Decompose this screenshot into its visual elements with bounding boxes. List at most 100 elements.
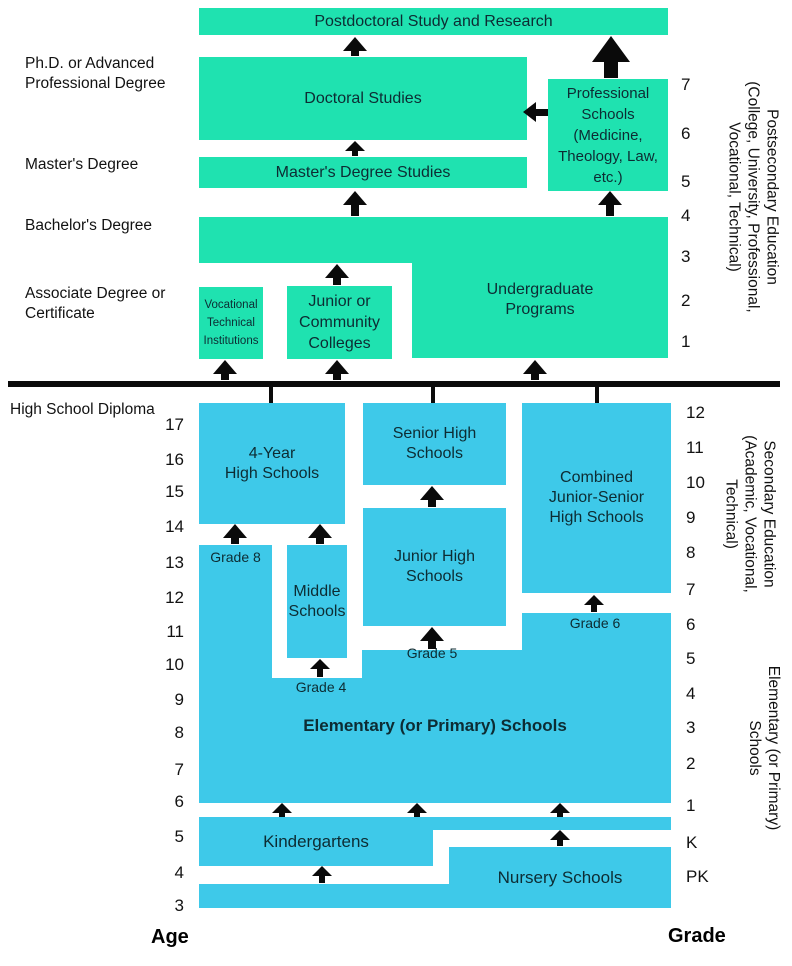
box-middle-schools: Middle Schools: [287, 545, 347, 658]
box-professional-schools: Professional Schools (Medicine, Theology…: [548, 79, 668, 191]
age-number: 10: [165, 655, 184, 674]
side-label-postsecondary: Postsecondary Education (College, Univer…: [725, 81, 781, 313]
box-kindergartens-label: Kindergartens: [263, 831, 369, 851]
arrow-undergrad-to-masters: [343, 191, 367, 216]
arrow-elem-to-juniorhigh: [420, 627, 444, 649]
age-number: 16: [165, 450, 184, 469]
grade-number: 10: [686, 473, 705, 492]
label-bachelors-degree: Bachelor's Degree: [25, 217, 153, 234]
grade-number: 12: [686, 403, 705, 422]
arrow-professional-to-doctoral: [523, 102, 548, 122]
box-junior-community-colleges: Junior or Community Colleges: [287, 286, 392, 359]
axis-label-age: Age: [151, 926, 189, 948]
arrow-kind-to-elem-2: [407, 803, 427, 817]
arrow-kind-to-elem-3: [550, 803, 570, 817]
grade-number: 11: [686, 438, 704, 457]
box-nursery-schools: [449, 847, 671, 908]
grade-number: K: [686, 833, 698, 852]
box-doctoral-label: Doctoral Studies: [304, 89, 422, 107]
box-nursery-label: Nursery Schools: [497, 867, 623, 887]
marker-grade-8: Grade 8: [210, 549, 261, 565]
box-junior-high-schools: Junior High Schools: [363, 508, 506, 626]
arrow-undergrad-to-professional: [598, 191, 622, 216]
grade-number: 5: [686, 649, 696, 668]
arrow-hs-to-undergrad: [523, 360, 547, 380]
box-4year-high-schools: 4-Year High Schools: [199, 403, 345, 524]
age-number: 8: [174, 723, 184, 742]
grade-number: 8: [686, 543, 696, 562]
grade-number: 6: [686, 615, 696, 634]
ps-grade-number: 4: [681, 206, 691, 225]
professional-line: Schools: [581, 105, 635, 123]
box-masters-label: Master's Degree Studies: [275, 163, 451, 181]
age-number: 14: [165, 517, 184, 536]
grade-number: PK: [686, 867, 709, 886]
age-number: 17: [165, 415, 184, 434]
professional-line: etc.): [593, 168, 623, 186]
elementary-mid-left: [272, 678, 362, 803]
marker-grade-6: Grade 6: [569, 615, 621, 631]
ps-grade-number: 6: [681, 124, 691, 143]
arrow-juniorhigh-to-senior: [420, 486, 444, 507]
age-number: 11: [166, 622, 184, 641]
age-number: 9: [174, 690, 184, 709]
arrow-nursery-to-kind-right: [550, 830, 570, 846]
arrow-doctoral-to-postdoc: [343, 37, 367, 56]
label-hs-diploma: High School Diploma: [10, 401, 155, 418]
arrow-masters-to-doctoral: [345, 141, 365, 156]
label-associate-degree: Associate Degree or Certificate: [25, 285, 166, 322]
box-undergraduate-top-bar: [199, 217, 668, 263]
arrow-hs-to-vocational: [213, 360, 237, 380]
connector-combined: [595, 387, 599, 403]
box-masters-studies: Master's Degree Studies: [199, 157, 527, 188]
age-number: 3: [174, 896, 184, 915]
kindergarten-bar: [433, 817, 671, 830]
arrow-hs-to-juniorcollege: [325, 360, 349, 380]
grade-number: 4: [686, 684, 696, 703]
connector-4year: [269, 387, 273, 403]
age-number: 13: [165, 553, 184, 572]
label-phd-degree: Ph.D. or Advanced Professional Degree: [25, 55, 166, 92]
marker-grade-5: Grade 5: [406, 645, 458, 661]
professional-line: (Medicine,: [573, 126, 643, 144]
box-doctoral-studies: Doctoral Studies: [199, 57, 527, 140]
grade-number: 3: [686, 718, 696, 737]
nursery-bar: [199, 884, 449, 908]
label-masters-degree: Master's Degree: [25, 156, 139, 173]
grade-number: 9: [686, 508, 696, 527]
professional-line: Professional: [566, 84, 650, 102]
elementary-left-column: [199, 545, 272, 803]
age-number: 5: [174, 827, 184, 846]
professional-line: Theology, Law,: [558, 147, 658, 165]
arrow-elem-to-4year: [223, 524, 247, 544]
marker-grade-4: Grade 4: [295, 679, 347, 695]
box-undergraduate-body: [412, 263, 668, 358]
ps-grade-number: 1: [681, 332, 691, 351]
arrow-elem-to-middle: [310, 659, 330, 677]
box-elementary-label: Elementary (or Primary) Schools: [303, 716, 567, 735]
box-postdoctoral-label: Postdoctoral Study and Research: [314, 12, 553, 30]
arrow-kind-to-elem-1: [272, 803, 292, 817]
grade-number: 7: [686, 580, 696, 599]
box-senior-high-schools: Senior High Schools: [363, 403, 506, 485]
age-number: 12: [165, 588, 184, 607]
side-label-secondary: Secondary Education (Academic, Vocationa…: [722, 435, 778, 593]
age-number: 15: [165, 482, 184, 501]
age-number: 7: [174, 760, 184, 779]
hs-diploma-divider-line: [8, 381, 780, 387]
grade-number: 1: [686, 796, 696, 815]
elementary-mid-right: [362, 650, 522, 803]
side-label-elementary: Elementary (or Primary) Schools: [746, 665, 782, 831]
ps-grade-number: 5: [681, 172, 691, 191]
box-undergraduate-label: Undergraduate Programs: [486, 281, 594, 318]
box-vocational-technical: Vocational Technical Institutions: [199, 287, 263, 359]
arrow-nursery-to-kind-left: [312, 866, 332, 883]
connector-senior: [431, 387, 435, 403]
ps-grade-number: 3: [681, 247, 691, 266]
elementary-right: [522, 613, 671, 803]
grade-number: 2: [686, 754, 696, 773]
box-combined-jr-sr-high: Combined Junior-Senior High Schools: [522, 403, 671, 593]
axis-label-grade: Grade: [668, 925, 726, 947]
ps-grade-number: 7: [681, 75, 691, 94]
